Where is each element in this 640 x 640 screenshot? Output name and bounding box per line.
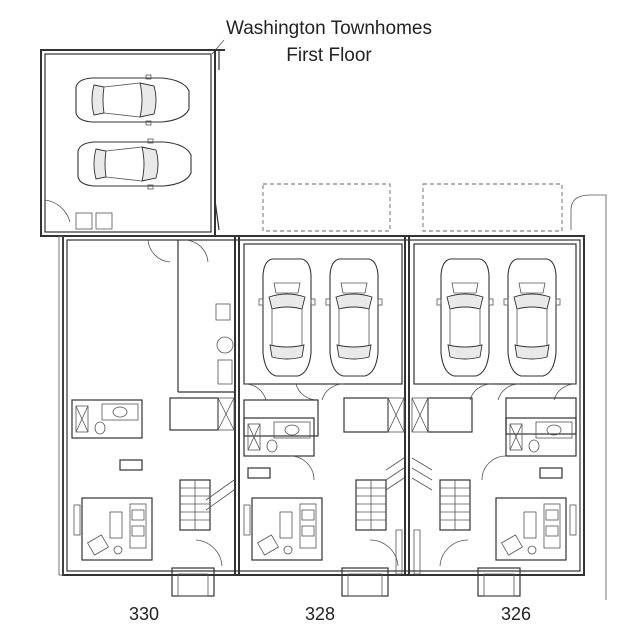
plan-title-line2: First Floor (286, 45, 372, 66)
car-icon (325, 258, 383, 377)
car-icon (436, 258, 494, 377)
unit-330-plan (71, 239, 235, 597)
unit-label-330: 330 (129, 604, 159, 624)
car-icon (75, 74, 190, 126)
unit-label-328: 328 (305, 604, 335, 624)
unit-label-326: 326 (501, 604, 531, 624)
car-icon (77, 138, 192, 190)
townhome-building (58, 235, 585, 576)
plan-title-line1: Washington Townhomes (226, 18, 432, 39)
car-icon (503, 258, 561, 377)
unit-326-plan (411, 243, 577, 597)
car-icon (258, 258, 316, 377)
detached-garage (40, 49, 225, 237)
unit-328-plan (243, 243, 405, 597)
